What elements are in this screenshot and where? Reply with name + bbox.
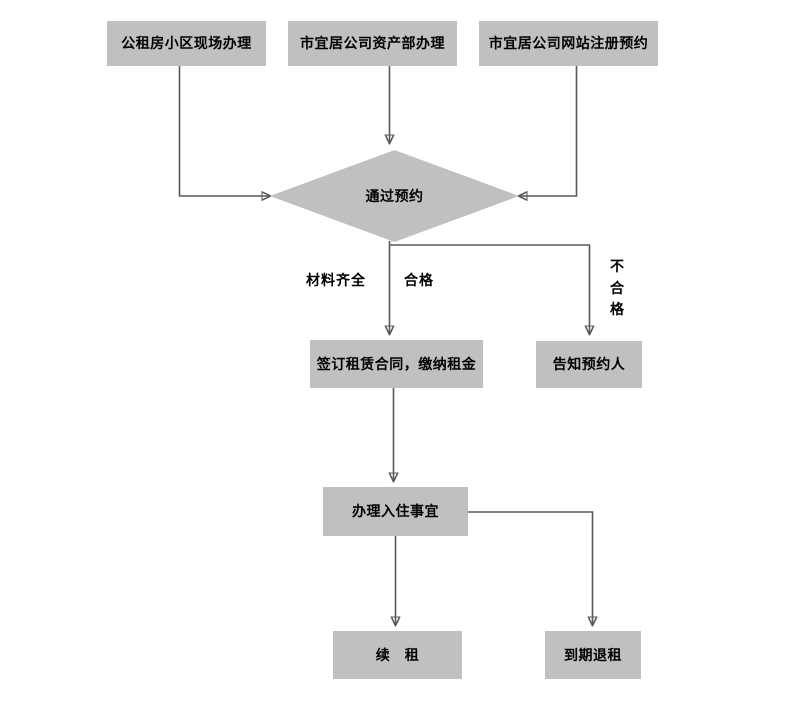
node-move-in-procedures[interactable]: 办理入住事宜 bbox=[323, 487, 468, 536]
edge-label-qualified: 合格 bbox=[404, 272, 434, 288]
node-sign-lease-pay-rent[interactable]: 签订租赁合同，缴纳租金 bbox=[310, 340, 483, 388]
diamond-shape bbox=[270, 150, 519, 242]
edge-n3-n4 bbox=[519, 66, 578, 196]
node-onsite-application[interactable]: 公租房小区现场办理 bbox=[107, 21, 266, 66]
node-website-registration-booking[interactable]: 市宜居公司网站注册预约 bbox=[479, 21, 658, 66]
edge-label-not-qualified: 不合格 bbox=[610, 258, 624, 318]
edge-n7-n9 bbox=[468, 511, 593, 625]
node-lease-expiry-move-out[interactable]: 到期退租 bbox=[545, 631, 641, 679]
node-renew-lease[interactable]: 续 租 bbox=[333, 631, 462, 679]
edge-label-materials-complete: 材料齐全 bbox=[306, 272, 366, 288]
edge-n1-n4 bbox=[178, 66, 271, 196]
node-notify-applicant[interactable]: 告知预约人 bbox=[536, 341, 642, 388]
node-booking-approved-decision[interactable]: 通过预约 bbox=[270, 150, 519, 242]
node-asset-department-application[interactable]: 市宜居公司资产部办理 bbox=[288, 21, 457, 66]
